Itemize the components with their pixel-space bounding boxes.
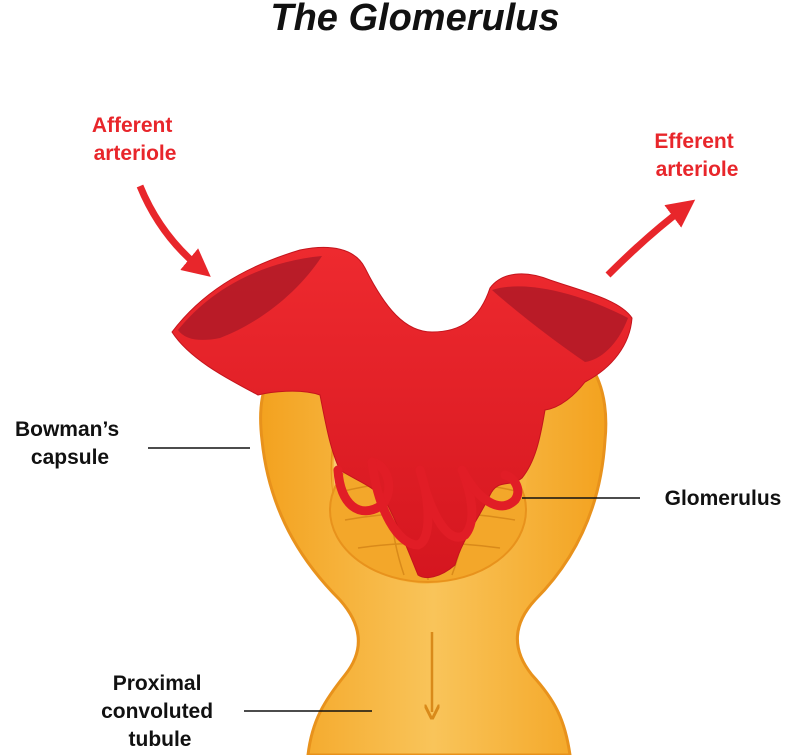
bowmans-label-line2: capsule [31,446,109,469]
capillary-loops [333,457,523,550]
efferent-opening [492,286,628,362]
afferent-label-line2: arteriole [94,142,177,165]
proximal-label-line3: tubule [129,728,192,751]
afferent-arrow-icon [136,184,211,277]
afferent-opening [178,256,322,340]
bowmans-label-line1: Bowman’s [15,418,119,441]
diagram-title: The Glomerulus [270,0,559,39]
efferent-label-line2: arteriole [656,158,739,181]
afferent-label-line1: Afferent [92,114,173,137]
arteriole-vessels [171,247,633,578]
bowmans-capsule-label: Bowman’s capsule [15,418,125,469]
proximal-tubule-label: Proximal convoluted tubule [101,672,219,751]
efferent-label-line1: Efferent [654,130,733,153]
afferent-label: Afferent arteriole [92,114,178,165]
proximal-label-line2: convoluted [101,700,213,723]
efferent-label: Efferent arteriole [654,130,739,181]
proximal-label-line1: Proximal [113,672,202,695]
efferent-arrow-icon [605,199,696,278]
glomerulus-label: Glomerulus [665,487,782,510]
